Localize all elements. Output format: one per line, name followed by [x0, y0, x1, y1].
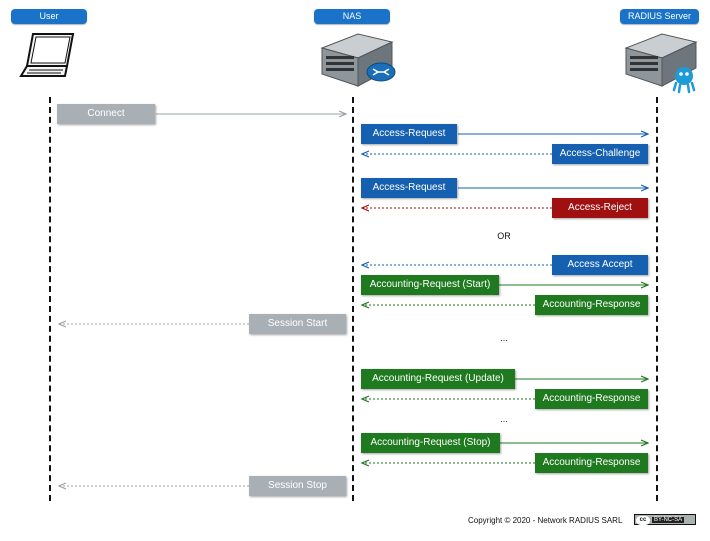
cc-license-terms: BY-NC-SA [652, 517, 685, 523]
ellipsis-1: ... [500, 333, 508, 343]
copyright-text: Copyright © 2020 - Network RADIUS SARL [468, 516, 623, 525]
msg-accounting-response-1: Accounting-Response [535, 295, 648, 315]
msg-accounting-request-update: Accounting-Request (Update) [361, 369, 515, 389]
msg-connect: Connect [57, 104, 155, 124]
actor-radius-label: RADIUS Server [620, 9, 699, 24]
lifeline-nas [352, 97, 354, 501]
msg-accounting-request-stop: Accounting-Request (Stop) [361, 433, 500, 453]
laptop-icon [19, 33, 75, 77]
actor-user-label: User [11, 9, 87, 24]
msg-access-reject: Access-Reject [552, 198, 648, 218]
msg-access-challenge: Access-Challenge [552, 144, 648, 164]
msg-access-request-2: Access-Request [361, 178, 457, 198]
ellipsis-2: ... [500, 414, 508, 424]
nas-server-icon [320, 33, 396, 87]
msg-accounting-response-2: Accounting-Response [535, 389, 648, 409]
or-separator: OR [497, 231, 511, 241]
msg-session-start: Session Start [249, 314, 346, 334]
cc-icon: cc [636, 516, 650, 525]
msg-access-request-1: Access-Request [361, 124, 457, 144]
radius-server-icon [624, 33, 698, 94]
lifeline-radius [656, 97, 658, 501]
actor-nas-label: NAS [314, 9, 390, 24]
msg-session-stop: Session Stop [249, 476, 346, 496]
msg-access-accept: Access Accept [552, 255, 648, 275]
msg-accounting-request-start: Accounting-Request (Start) [361, 275, 499, 295]
msg-accounting-response-3: Accounting-Response [535, 453, 648, 473]
lifeline-user [49, 97, 51, 501]
